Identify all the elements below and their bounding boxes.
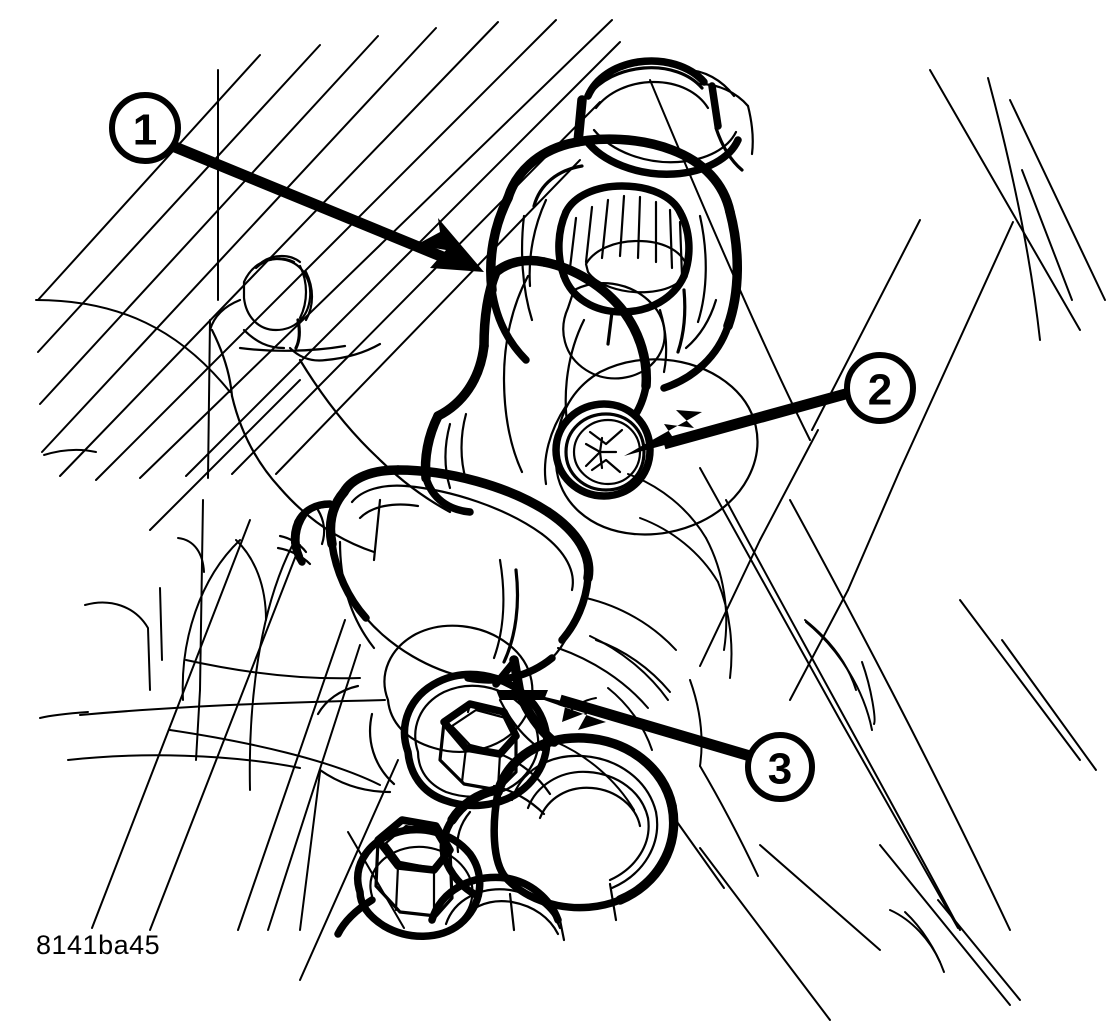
- callout-3-leader: [558, 694, 752, 762]
- callout-2-arrowhead: [624, 410, 702, 456]
- callout-2-circle[interactable]: [844, 352, 916, 424]
- background-lower-left-contours: [39, 448, 399, 981]
- background-right-panel: [649, 79, 959, 929]
- pinch-bolt-head: [552, 400, 654, 500]
- lower-hex-bolt-assembly: [316, 624, 679, 942]
- background-small-boss: [208, 254, 452, 554]
- callout-1-arrowhead: [416, 218, 484, 272]
- callout-1[interactable]: 1: [109, 92, 484, 272]
- callout-3[interactable]: 3: [516, 690, 815, 802]
- center-housing-contour: [585, 473, 733, 693]
- upper-shaft-stub: [573, 57, 754, 178]
- callout-3-label: 3: [768, 745, 792, 794]
- callout-1-leader: [172, 141, 463, 270]
- callout-3-circle[interactable]: [745, 732, 815, 802]
- callout-2-label: 2: [868, 366, 892, 415]
- callout-2-leader: [662, 387, 851, 450]
- lower-bushing-collar: [276, 465, 594, 684]
- callout-1-label: 1: [133, 106, 157, 155]
- background-body-edges: [35, 69, 361, 931]
- yoke-body: [486, 134, 742, 392]
- background-hatch-panel: [37, 19, 621, 531]
- lower-area-contours: [299, 635, 759, 931]
- callout-2[interactable]: 2: [624, 352, 916, 456]
- background-right-diagonals: [699, 69, 1106, 1021]
- callout-1-circle[interactable]: [109, 92, 181, 164]
- figure-caption-id: 8141ba45: [36, 930, 161, 960]
